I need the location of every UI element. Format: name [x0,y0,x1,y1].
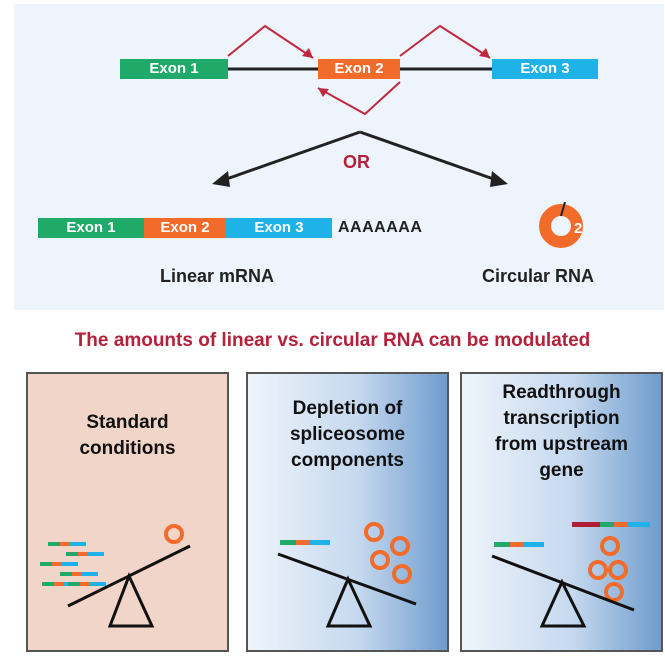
panel-title: Readthrough transcription from upstream … [494,382,629,481]
linear-transcript [40,562,78,566]
pre-mrna-exon-1: Exon 1 [120,59,228,79]
linear-transcript [60,572,98,576]
circular-rna [390,536,410,556]
panel-spliceosome-depletion: Depletion of spliceosome components [246,372,449,652]
branch-arrow-left-head [212,171,230,187]
linear-transcript [48,542,86,546]
scale-fulcrum [107,572,155,628]
panel-standard-conditions: Standard conditions [26,372,229,652]
pre-mrna-exon-2: Exon 2 [318,59,400,79]
panel-title: Standard conditions [79,412,176,459]
circular-rna [588,560,608,580]
splice-arrow-exon1-to-exon2 [227,24,314,59]
circular-rna-caption: Circular RNA [482,266,595,286]
linear-exon-1: Exon 1 [38,218,144,238]
circular-rna [164,524,184,544]
splice-arrow-head-1 [302,48,313,58]
panel-readthrough-transcription: Readthrough transcription from upstream … [460,372,663,652]
polya-tail: AAAAAAA [338,219,423,236]
backsplice-arrow-head [318,88,329,97]
pre-mrna-exon-3: Exon 3 [492,59,598,79]
top-panel [14,4,664,310]
modulation-headline: The amounts of linear vs. circular RNA c… [74,330,591,351]
circular-rna [392,564,412,584]
linear-transcript [280,540,330,545]
scale-fulcrum [325,575,373,628]
circular-rna [364,522,384,542]
scale-fulcrum [539,578,587,628]
balance-scale-depletion [277,522,417,628]
circular-rna [608,560,628,580]
linear-transcript [68,582,106,586]
linear-mrna-caption: Linear mRNA [160,266,275,286]
branch-arrow-left [217,130,361,184]
circular-rna [370,550,390,570]
circular-rna [604,582,624,602]
balance-scale-readthrough [491,522,650,628]
linear-transcripts [40,542,106,586]
panel-title: Depletion of spliceosome components [289,398,406,471]
linear-transcript [494,542,544,547]
splice-arrow-exon2-to-exon3 [399,24,491,59]
circular-rna-ring [539,204,583,248]
or-label: OR [343,152,370,172]
splicing-diagram: 2 [212,24,583,248]
branch-arrow-right [359,130,503,184]
linear-exon-3: Exon 3 [226,218,332,238]
circular-rna [600,536,620,556]
backsplice-arrow [317,81,401,116]
linear-exon-2: Exon 2 [144,218,226,238]
balance-scale-standard [40,524,191,628]
readthrough-transcript [572,522,650,527]
circular-rna-exon-number: 2 [574,220,582,237]
linear-transcript [66,552,104,556]
branch-arrow-right-head [490,171,508,187]
splice-arrow-head-2 [479,48,490,58]
backsplice-junction-mark [560,201,566,217]
